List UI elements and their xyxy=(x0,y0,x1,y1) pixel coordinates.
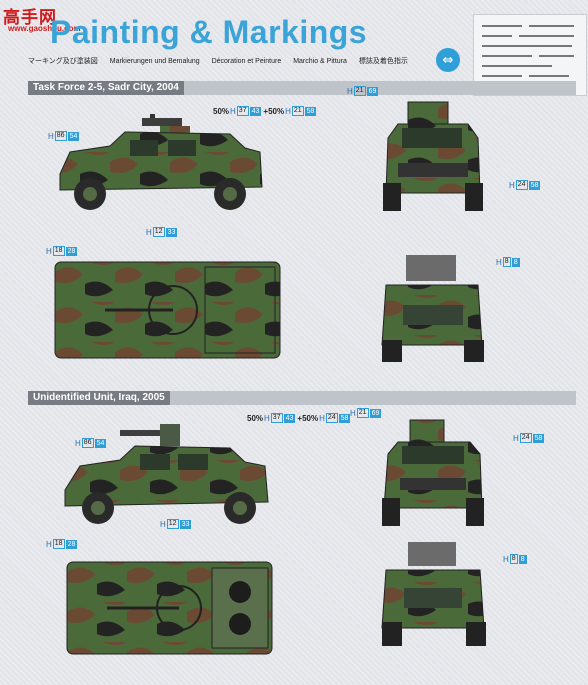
callout-h: H xyxy=(48,131,54,141)
callout-h: H xyxy=(509,180,515,190)
callout-h: H xyxy=(46,246,52,256)
mix-h1: H xyxy=(230,106,236,116)
callout-code-a: 86 xyxy=(54,131,67,141)
callout-code-a: 24 xyxy=(515,180,528,190)
mix-plus: +50% xyxy=(297,413,319,423)
mix-a1: 37 xyxy=(270,413,283,423)
mix-b2: 58 xyxy=(304,106,317,116)
callout-code-a: 8 xyxy=(509,554,518,564)
humvee-front-view-2 xyxy=(382,419,484,526)
mix-a2: 24 xyxy=(325,413,338,423)
subtitle-it: Marchio & Pittura xyxy=(293,58,347,65)
callout-code-b: 69 xyxy=(369,408,382,418)
callout-code-a: 12 xyxy=(166,519,179,529)
subtitle-de: Markierungen und Bemalung xyxy=(109,58,200,65)
humvee-rear-view-1 xyxy=(381,255,484,362)
callout-code-b: 8 xyxy=(518,554,527,564)
callout-h: H xyxy=(347,86,353,96)
callout-h: H xyxy=(146,227,152,237)
callout-code-a: 18 xyxy=(52,246,65,256)
humvee-side-view-2 xyxy=(64,424,269,524)
callout-code-b: 69 xyxy=(366,86,379,96)
mix-b1: 43 xyxy=(283,413,296,423)
callout-code-b: 58 xyxy=(532,433,545,443)
humvee-top-view-1 xyxy=(54,261,281,359)
callout-code-a: 21 xyxy=(356,408,369,418)
callout-code-b: 8 xyxy=(511,257,520,267)
callout-h: H xyxy=(75,438,81,448)
callout-front-side-1: H 24 58 xyxy=(509,180,541,190)
callout-rear-1: H 8 8 xyxy=(496,257,520,267)
callout-code-a: 24 xyxy=(519,433,532,443)
callout-code-b: 33 xyxy=(165,227,178,237)
decal-arrows-icon: ⇔ xyxy=(436,48,460,72)
callout-front-side-2: H 24 58 xyxy=(513,433,545,443)
callout-code-a: 21 xyxy=(353,86,366,96)
callout-h: H xyxy=(513,433,519,443)
humvee-side-view-1 xyxy=(59,114,263,210)
callout-code-a: 12 xyxy=(152,227,165,237)
callout-side-upper-1: H 86 54 xyxy=(48,131,80,141)
callout-code-b: 28 xyxy=(65,539,78,549)
mix-a2: 21 xyxy=(291,106,304,116)
section-label-2: Unidentified Unit, Iraq, 2005 xyxy=(28,391,170,405)
callout-code-a: 18 xyxy=(52,539,65,549)
callout-rear-2: H 8 8 xyxy=(503,554,527,564)
callout-side-lower-2: H 12 33 xyxy=(160,519,192,529)
callout-h: H xyxy=(46,539,52,549)
mix-pct1: 50% xyxy=(213,106,230,116)
watermark-logo: 高手网 xyxy=(3,8,57,27)
subtitle-zh: 標誌及着色指示 xyxy=(358,58,408,65)
callout-mix-2: 50% H 37 43 +50% H 24 58 xyxy=(247,413,351,423)
callout-code-b: 54 xyxy=(67,131,80,141)
callout-h: H xyxy=(160,519,166,529)
humvee-top-view-2 xyxy=(66,561,273,655)
callout-h: H xyxy=(496,257,502,267)
mix-h1: H xyxy=(264,413,270,423)
callout-code-b: 58 xyxy=(528,180,541,190)
callout-side-lower-1: H 12 33 xyxy=(146,227,178,237)
section-label-1: Task Force 2-5, Sadr City, 2004 xyxy=(28,81,184,95)
callout-code-b: 33 xyxy=(179,519,192,529)
callout-code-b: 28 xyxy=(65,246,78,256)
callout-front-top-2: H 21 69 xyxy=(350,408,382,418)
callout-code-a: 8 xyxy=(502,257,511,267)
subtitle-fr: Décoration et Peinture xyxy=(211,58,282,65)
page-subtitle: マーキング及び塗装図 Markierungen und Bemalung Déc… xyxy=(28,56,418,66)
callout-h: H xyxy=(503,554,509,564)
humvee-front-view-1 xyxy=(383,101,483,211)
callout-code-a: 86 xyxy=(81,438,94,448)
mix-h2: H xyxy=(319,413,325,423)
callout-side-upper-2: H 86 54 xyxy=(75,438,107,448)
mix-b2: 58 xyxy=(338,413,351,423)
mix-h2: H xyxy=(285,106,291,116)
mix-b1: 43 xyxy=(249,106,262,116)
subtitle-ja: マーキング及び塗装図 xyxy=(28,58,98,65)
mix-a1: 37 xyxy=(236,106,249,116)
callout-front-top-1: H 21 69 xyxy=(347,86,379,96)
callout-code-b: 54 xyxy=(94,438,107,448)
watermark-url: www.gaoshou.com xyxy=(8,24,81,33)
mix-pct1: 50% xyxy=(247,413,264,423)
callout-top-view-2: H 18 28 xyxy=(46,539,78,549)
mix-plus: +50% xyxy=(263,106,285,116)
callout-top-view-1: H 18 28 xyxy=(46,246,78,256)
callout-mix-1: 50% H 37 43 +50% H 21 58 xyxy=(213,106,317,116)
callout-h: H xyxy=(350,408,356,418)
page-title: Painting & Markings xyxy=(50,14,368,50)
humvee-rear-view-2 xyxy=(381,542,486,646)
